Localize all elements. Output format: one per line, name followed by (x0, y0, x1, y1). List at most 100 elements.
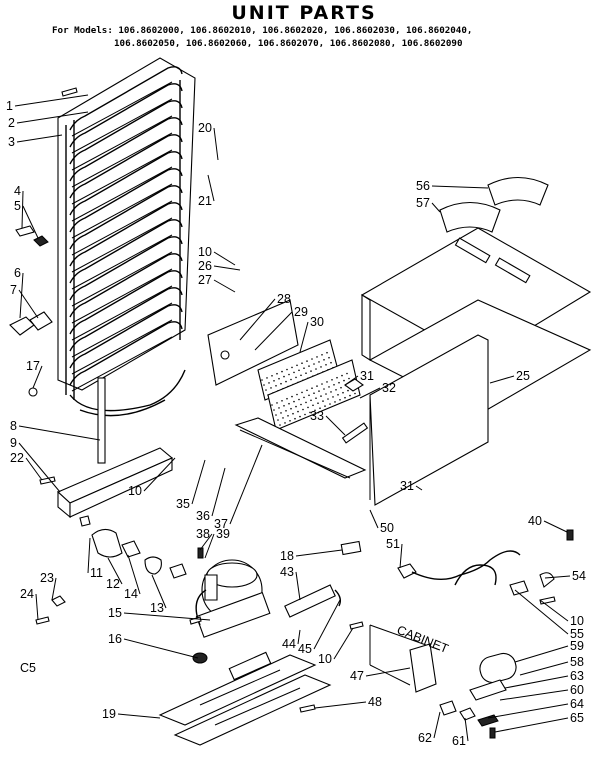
leader-line-6 (19, 272, 24, 319)
part-label-29: 29 (294, 305, 308, 319)
leader-line-20 (213, 127, 219, 161)
part-label-13: 13 (150, 601, 164, 615)
leader-line-57 (431, 202, 441, 213)
part-label-17: 17 (26, 359, 40, 373)
mounting-rails (158, 616, 332, 746)
leader-line-18 (295, 549, 343, 557)
leader-line-16 (123, 638, 199, 659)
part-label-2: 2 (8, 116, 15, 130)
part-label-50: 50 (380, 521, 394, 535)
part-label-64: 64 (570, 697, 584, 711)
part-label-36: 36 (196, 509, 210, 523)
part-label-43: 43 (280, 565, 294, 579)
relay-parts (79, 515, 204, 579)
fan-bracket (207, 299, 369, 479)
part-label-56: 56 (416, 179, 430, 193)
leader-line-17 (32, 365, 43, 389)
part-label-1: 1 (6, 99, 13, 113)
leader-line-44 (297, 629, 301, 645)
leader-line-40 (543, 520, 568, 533)
leader-line-9 (18, 442, 61, 493)
leader-line-58 (519, 661, 569, 676)
part-label-28: 28 (277, 292, 291, 306)
leader-line-54 (544, 575, 571, 579)
part-label-39: 39 (216, 527, 230, 541)
part-label-12: 12 (106, 577, 120, 591)
part-label-60: 60 (570, 683, 584, 697)
part-label-9: 9 (10, 436, 17, 450)
part-label-24: 24 (20, 587, 34, 601)
unit-cabinet (360, 227, 592, 506)
part-label-48: 48 (368, 695, 382, 709)
part-label-8: 8 (10, 419, 17, 433)
part-labels: 1232021456710262756572829301725313233892… (6, 99, 586, 748)
leader-line-10 (143, 457, 176, 492)
leader-line-8 (18, 425, 101, 441)
part-label-45: 45 (298, 642, 312, 656)
leader-line-62 (433, 711, 441, 739)
part-label-65: 65 (570, 711, 584, 725)
leader-line-19 (117, 713, 161, 719)
part-label-19: 19 (102, 707, 116, 721)
leader-line-21 (207, 174, 215, 202)
part-label-55: 55 (570, 627, 584, 641)
part-label-15: 15 (108, 606, 122, 620)
part-label-57: 57 (416, 196, 430, 210)
part-label-23: 23 (40, 571, 54, 585)
part-label-10: 10 (198, 245, 212, 259)
leader-line-38 (199, 533, 213, 551)
leader-line-14 (127, 554, 141, 595)
condenser-coil (57, 57, 196, 464)
left-hardware (9, 87, 78, 625)
leader-line-35 (191, 459, 206, 505)
leader-line-25 (489, 375, 515, 384)
part-label-3: 3 (8, 135, 15, 149)
leader-line-55 (514, 589, 569, 635)
part-label-26: 26 (198, 259, 212, 273)
leader-line-29 (254, 311, 293, 351)
part-label-54: 54 (572, 569, 586, 583)
part-label-32: 32 (382, 381, 396, 395)
part-label-7: 7 (10, 283, 17, 297)
leader-line-12 (107, 557, 123, 585)
part-label-47: 47 (350, 669, 364, 683)
part-label-5: 5 (14, 199, 21, 213)
part-label-4: 4 (14, 184, 21, 198)
model-line-1: For Models: 106.8602000, 106.8602010, 10… (52, 25, 473, 36)
leader-line-31 (415, 485, 423, 491)
part-label-62: 62 (418, 731, 432, 745)
leader-line-1 (14, 94, 89, 107)
model-line-2: 106.8602050, 106.8602060, 106.8602070, 1… (114, 38, 463, 49)
part-label-18: 18 (280, 549, 294, 563)
part-label-10: 10 (318, 652, 332, 666)
part-label-63: 63 (570, 669, 584, 683)
leader-line-27 (213, 279, 236, 293)
part-label-22: 22 (10, 451, 24, 465)
part-label-31: 31 (400, 479, 414, 493)
part-label-33: 33 (310, 409, 324, 423)
leader-lines (14, 94, 571, 742)
leader-line-5 (22, 205, 39, 239)
leader-line-47 (365, 667, 411, 677)
leader-line-7 (18, 289, 39, 319)
cabinet-bracket: CABINET (299, 621, 517, 739)
leader-line-60 (499, 689, 569, 701)
leader-line-26 (213, 265, 241, 271)
leader-line-63 (504, 675, 569, 689)
leader-line-32 (359, 387, 381, 399)
leader-line-15 (123, 612, 211, 621)
part-label-59: 59 (570, 639, 584, 653)
leader-line-59 (514, 645, 569, 663)
base-rail (57, 447, 174, 519)
part-label-20: 20 (198, 121, 212, 135)
leader-line-11 (87, 537, 91, 574)
leader-line-24 (35, 593, 39, 621)
leader-line-56 (431, 185, 489, 189)
part-label-10: 10 (570, 614, 584, 628)
leader-line-36 (211, 467, 226, 517)
leader-line-3 (16, 134, 63, 143)
part-label-44: 44 (282, 637, 296, 651)
part-label-16: 16 (108, 632, 122, 646)
part-label-40: 40 (528, 514, 542, 528)
